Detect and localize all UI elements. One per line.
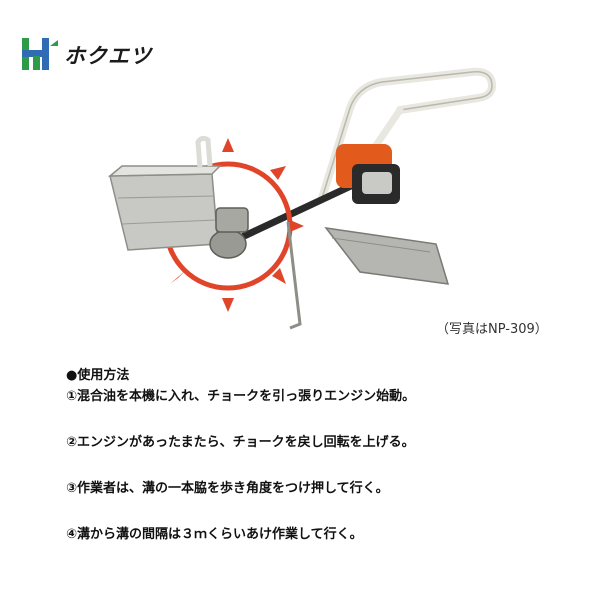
brand-logo: ホクエツ bbox=[20, 36, 180, 72]
usage-section: ●使用方法 ①混合油を本機に入れ、チョークを引っ張りエンジン始動。 ②エンジンが… bbox=[66, 364, 566, 542]
brand-name: ホクエツ bbox=[64, 44, 152, 68]
usage-heading: ●使用方法 bbox=[66, 368, 130, 383]
product-caption: （写真はNP-309） bbox=[436, 322, 548, 337]
usage-step-1: ①混合油を本機に入れ、チョークを引っ張りエンジン始動。 bbox=[66, 389, 416, 404]
usage-step-3: ③作業者は、溝の一本脇を歩き角度をつけ押して行く。 bbox=[66, 481, 389, 496]
usage-step-4: ④溝から溝の間隔は３ｍくらいあけ作業して行く。 bbox=[66, 527, 363, 542]
hokuetsu-logo-icon bbox=[22, 38, 58, 70]
cultivator-machine-icon bbox=[107, 67, 497, 330]
usage-step-2: ②エンジンがあったまたら、チョークを戻し回転を上げる。 bbox=[66, 435, 415, 450]
